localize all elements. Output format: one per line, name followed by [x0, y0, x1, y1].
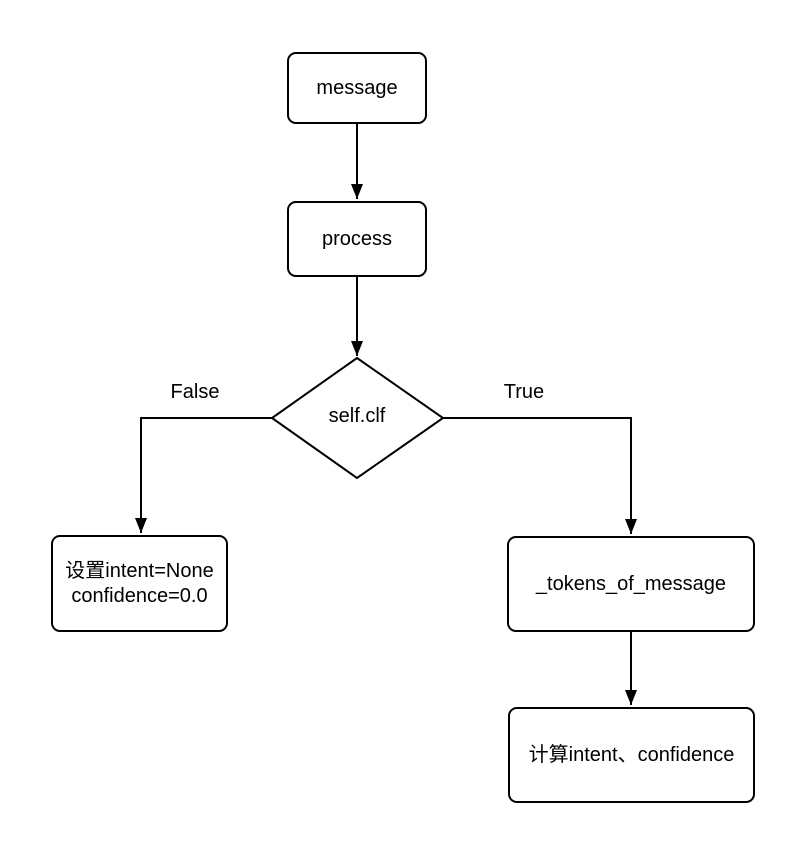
edge-label-true: True	[503, 381, 545, 403]
node-message-label: message	[316, 76, 398, 99]
node-set-intent-none: 设置intent=None confidence=0.0	[51, 535, 228, 632]
edge-label-false: False	[170, 381, 220, 403]
edge-true-branch	[443, 417, 637, 534]
decision-diamond-shape	[270, 356, 445, 480]
node-compute-intent-confidence-label: 计算intent、confidence	[528, 743, 735, 766]
node-tokens-of-message: _tokens_of_message	[507, 536, 755, 632]
node-message: message	[287, 52, 427, 124]
node-process-label: process	[321, 227, 393, 250]
node-process: process	[287, 201, 427, 277]
edge-false-branch	[135, 417, 272, 533]
node-compute-intent-confidence: 计算intent、confidence	[508, 707, 755, 803]
node-decision-label: self.clf	[328, 405, 386, 427]
node-set-intent-none-label: 设置intent=None confidence=0.0	[65, 559, 214, 607]
node-tokens-of-message-label: _tokens_of_message	[535, 572, 727, 595]
